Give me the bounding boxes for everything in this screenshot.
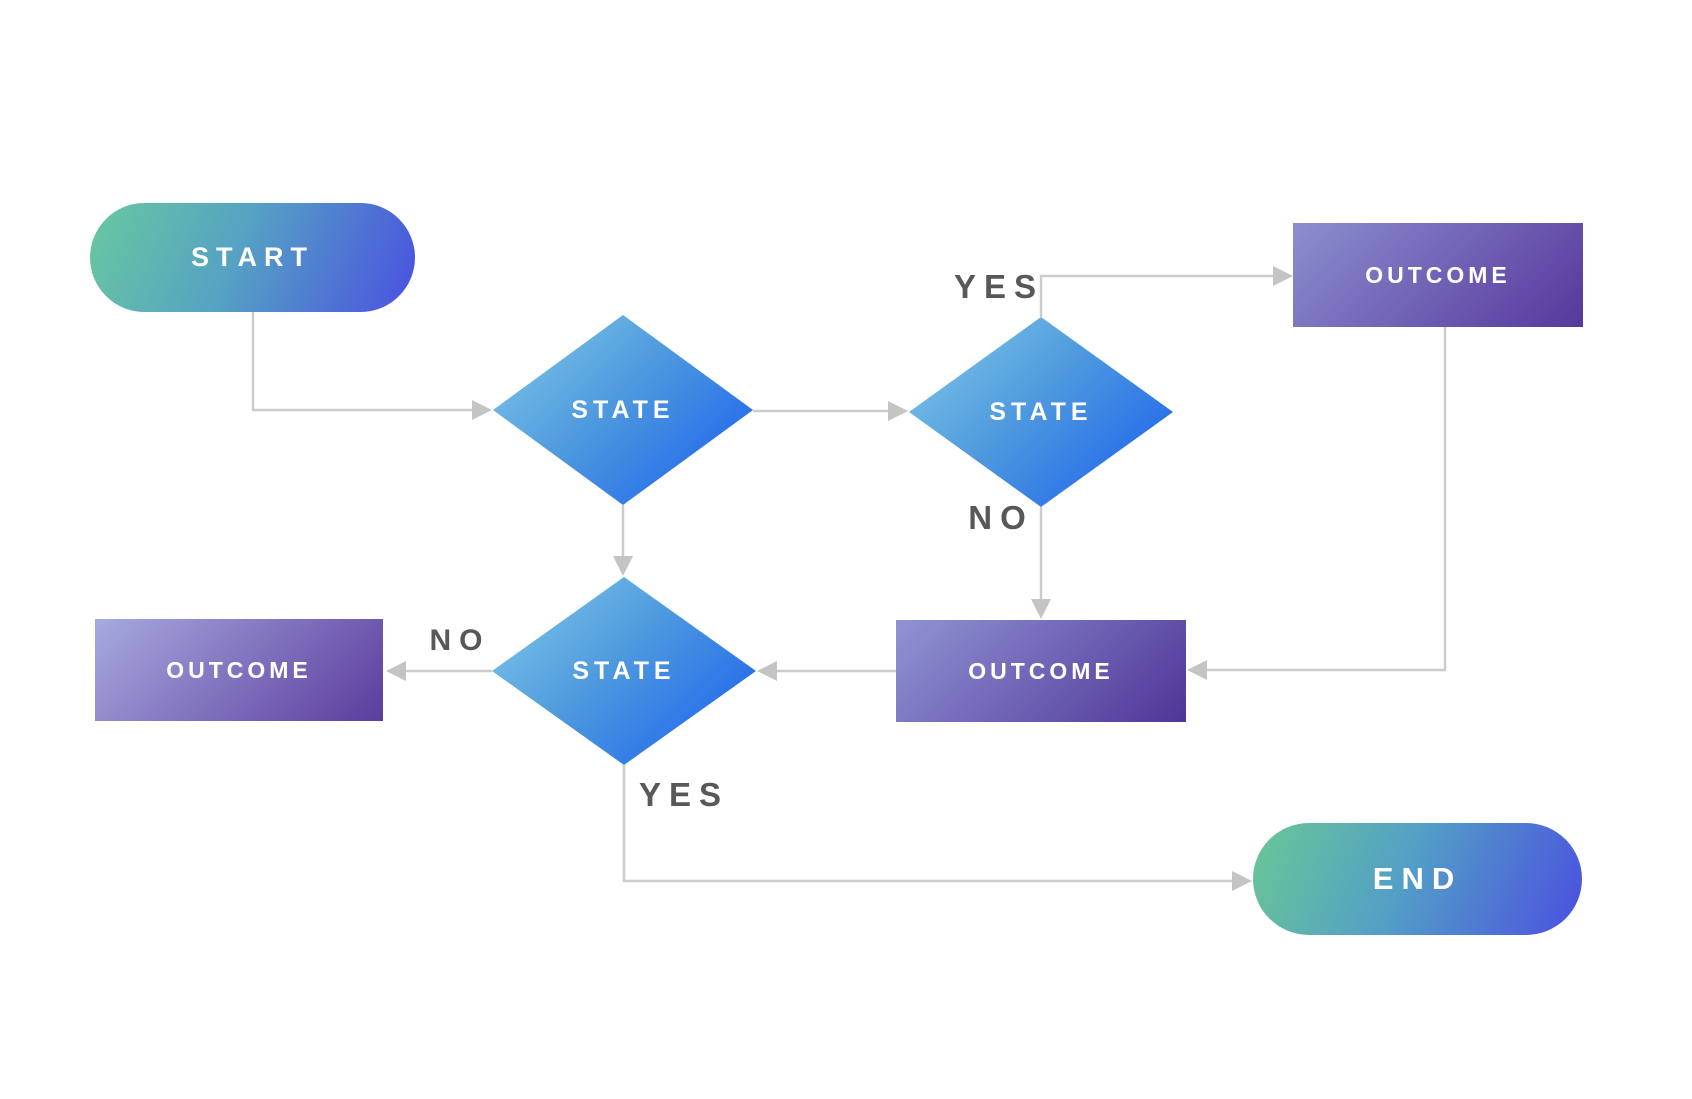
state-2-label: STATE <box>989 397 1093 426</box>
start-node-label: START <box>191 242 314 272</box>
outcome-top-right-label: OUTCOME <box>1365 261 1511 288</box>
edge-state2-yes-to-outcome <box>1039 266 1293 317</box>
start-node: START <box>90 203 415 312</box>
end-node: END <box>1253 823 1582 935</box>
outcome-middle-label: OUTCOME <box>968 657 1114 684</box>
state-1-label: STATE <box>571 395 675 424</box>
edge-label-state2-no: NO <box>968 499 1034 536</box>
edge-label-state2-yes: YES <box>953 268 1045 305</box>
outcome-node-top-right: OUTCOME <box>1293 223 1583 327</box>
outcome-left-label: OUTCOME <box>166 656 312 683</box>
end-node-label: END <box>1372 861 1463 896</box>
edge-outcome-to-outcome <box>1187 327 1447 680</box>
outcome-node-left: OUTCOME <box>95 619 383 721</box>
outcome-node-middle: OUTCOME <box>896 620 1186 722</box>
edge-label-state3-no: NO <box>429 624 491 657</box>
edge-start-to-state1 <box>251 312 492 420</box>
edge-label-state3-yes: YES <box>638 776 730 813</box>
state-3-label: STATE <box>572 656 676 685</box>
edge-state3-yes-to-end <box>622 765 1252 891</box>
